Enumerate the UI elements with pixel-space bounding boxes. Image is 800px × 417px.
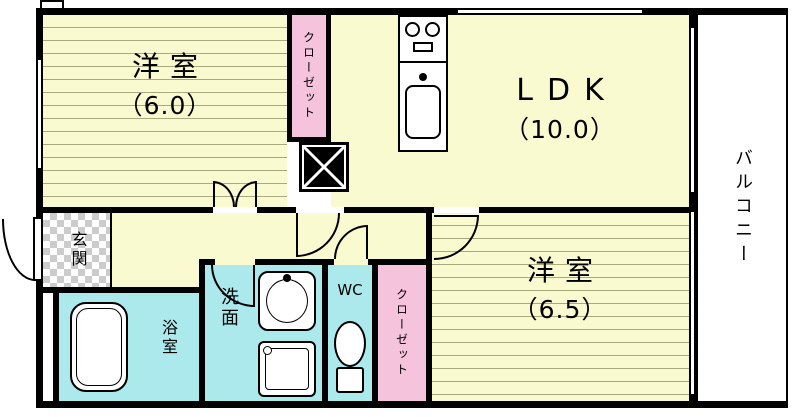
wall-segment <box>479 207 689 213</box>
wall-segment <box>43 287 205 293</box>
faucet-icon <box>283 274 291 282</box>
hallway-extension <box>112 265 199 287</box>
toilet-tank <box>336 367 364 393</box>
wall-segment <box>372 259 378 401</box>
wall-segment <box>257 207 296 213</box>
wall-segment <box>43 207 213 213</box>
wall-segment <box>378 259 426 265</box>
washbasin-icon <box>258 271 316 331</box>
room-ldk-label: LDK （10.0） <box>462 74 658 144</box>
room-name: 洋室 <box>526 254 603 287</box>
kitchen-counter <box>398 15 448 152</box>
toilet-room-label: WC <box>337 281 363 299</box>
window <box>36 60 43 168</box>
room-size: （6.0） <box>117 90 213 120</box>
pipe-shaft-x-icon <box>299 142 349 192</box>
window <box>458 8 642 15</box>
closet-bottom-label: クローゼット <box>394 288 409 378</box>
balcony-window <box>689 212 696 394</box>
room-size: （6.5） <box>512 294 608 324</box>
faucet-icon <box>419 73 427 81</box>
washroom: 洗面 <box>205 265 322 401</box>
wall-segment <box>199 259 205 401</box>
balcony-wall-bottom <box>696 401 788 408</box>
bathtub-inner-line <box>76 308 122 386</box>
door-arc <box>2 219 35 281</box>
pipe-space <box>43 293 53 401</box>
bathroom: 浴室 <box>59 293 199 401</box>
hallway <box>112 213 426 265</box>
toilet-room: WC <box>328 265 372 401</box>
room-west1-label: 洋室 （6.0） <box>65 50 265 120</box>
wall-segment <box>53 293 59 401</box>
wall-segment <box>322 259 328 401</box>
wall-segment <box>426 207 432 401</box>
washing-machine-inner <box>265 348 309 390</box>
washbasin-bowl <box>266 279 308 323</box>
room-name: 洋室 <box>131 50 208 83</box>
room-west2 <box>432 213 689 401</box>
wall-segment <box>322 259 334 265</box>
balcony: バルコニー <box>696 8 788 408</box>
balcony-window <box>689 28 696 192</box>
stove-burner-icon <box>405 22 420 37</box>
room-west1 <box>43 15 287 207</box>
closet-top: クローゼット <box>287 15 331 142</box>
entrance-step-line <box>110 213 112 287</box>
wall-segment <box>344 207 434 213</box>
toilet-icon <box>334 321 366 367</box>
closet-top-label: クローゼット <box>301 31 316 121</box>
balcony-label: バルコニー <box>732 148 753 268</box>
washing-machine-knob <box>263 346 272 355</box>
counter-divider <box>400 61 446 63</box>
room-west2-label: 洋室 （6.5） <box>460 254 660 324</box>
wall-segment <box>199 259 215 265</box>
room-ldk <box>331 15 689 207</box>
stove-grill-icon <box>413 42 433 52</box>
entrance-genkan: 玄関 <box>43 213 112 287</box>
genkan-label: 玄関 <box>68 231 88 269</box>
wall-segment <box>255 259 322 265</box>
closet-bottom: クローゼット <box>378 265 426 401</box>
room-name: LDK <box>516 73 618 108</box>
kitchen-sink-icon <box>405 85 441 139</box>
room-size: （10.0） <box>504 115 616 144</box>
washing-machine-icon <box>258 341 316 397</box>
bathtub-icon <box>70 302 128 392</box>
bathroom-label: 浴室 <box>159 319 178 357</box>
stove-burner-icon <box>425 22 440 37</box>
balcony-wall-top <box>696 8 788 15</box>
